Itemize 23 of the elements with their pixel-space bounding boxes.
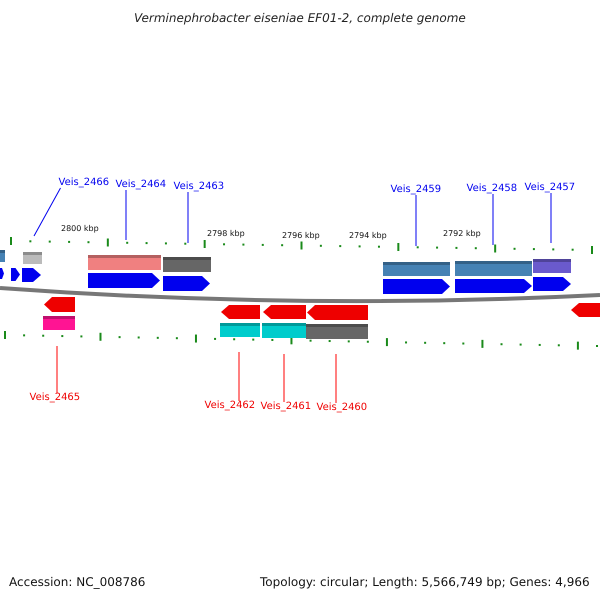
gene-label: Veis_2463 bbox=[174, 182, 224, 192]
gene-label: Veis_2460 bbox=[316, 403, 368, 413]
scale-label: 2800 kbp bbox=[61, 225, 99, 233]
scale-label: 2792 kbp bbox=[443, 230, 481, 238]
gene-label: Veis_2464 bbox=[116, 180, 166, 190]
title: Verminephrobacter eiseniae EF01-2, complete genome bbox=[134, 12, 466, 24]
genome-info-text: Topology: circular; Length: 5,566,749 bp; Genes: 4,966 bbox=[260, 576, 590, 588]
gene-label: Veis_2458 bbox=[466, 184, 518, 194]
gene-label: Veis_2457 bbox=[524, 183, 576, 193]
accession-text: Accession: NC_008786 bbox=[9, 576, 146, 588]
gene-label: Veis_2459 bbox=[390, 185, 442, 195]
leader-line bbox=[34, 188, 61, 236]
leader-line bbox=[550, 192, 552, 244]
gene-label: Veis_2466 bbox=[58, 178, 110, 188]
scale-label: 2798 kbp bbox=[207, 230, 245, 238]
scale-label: 2796 kbp bbox=[282, 232, 320, 240]
leader-line bbox=[238, 352, 240, 402]
gene-label: Veis_2465 bbox=[30, 393, 80, 403]
leader-line bbox=[56, 346, 58, 394]
scale-label: 2794 kbp bbox=[349, 232, 387, 240]
leader-line bbox=[492, 194, 494, 246]
gene-label: Veis_2462 bbox=[204, 401, 256, 411]
gene-label: Veis_2461 bbox=[260, 402, 312, 412]
